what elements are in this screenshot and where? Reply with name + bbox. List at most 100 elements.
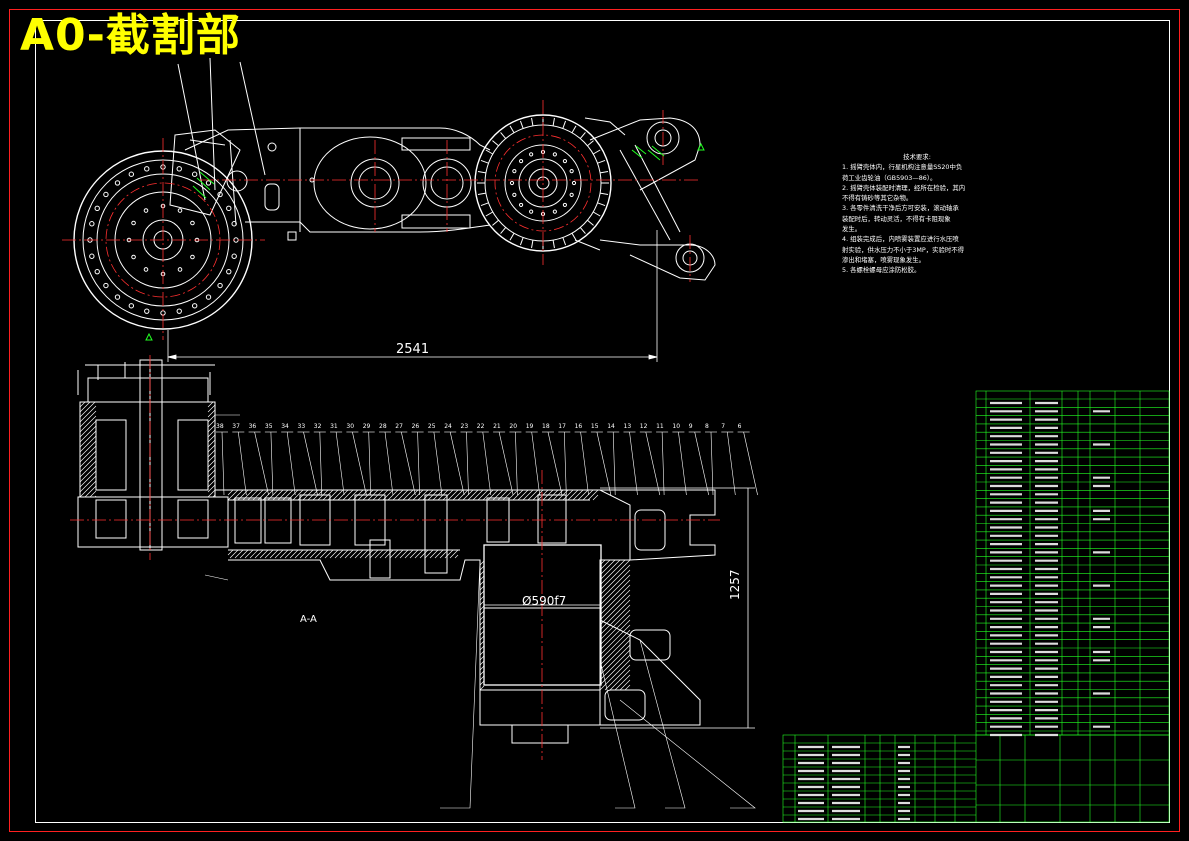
hatch-line: [79, 440, 97, 458]
part-number: 24: [444, 423, 452, 430]
hatch-line: [479, 630, 485, 636]
tech-line: 荷工业齿轮油（GB5903—86）。: [842, 173, 937, 182]
hatch-line: [479, 590, 485, 596]
hatch-line: [257, 489, 269, 501]
hatch-line: [412, 489, 424, 501]
part-number: 36: [248, 423, 257, 430]
hatch-line: [532, 489, 544, 501]
hatch-line: [427, 489, 439, 501]
bolt-hole: [190, 254, 195, 260]
hatch-line: [377, 489, 389, 501]
hatch-line: [624, 684, 631, 691]
hatch-line: [232, 489, 244, 501]
hatch-line: [339, 549, 349, 559]
bolt-hole: [103, 191, 109, 198]
hatch-line: [302, 489, 314, 501]
hatch-line: [227, 549, 234, 556]
hatch-line: [599, 589, 631, 621]
part-number: 15: [590, 423, 599, 430]
tech-line: 射实验，供水压力不小于3MP，实验时不得: [842, 245, 965, 254]
hatch-line: [599, 634, 631, 666]
hatch-line: [614, 674, 631, 691]
bolt-hole: [231, 253, 237, 259]
leader-line: [401, 431, 416, 496]
hatch-line: [254, 549, 264, 559]
tech-line: 2. 摇臂壳体装配时清理，经所在检验，其内: [842, 183, 966, 192]
hatch-line: [272, 489, 284, 501]
bolt-hole: [529, 209, 534, 214]
gear-tooth: [485, 149, 494, 155]
gear-tooth: [597, 159, 606, 164]
leader-line: [466, 431, 469, 496]
hatch-line: [444, 549, 454, 559]
hatch-line: [79, 480, 97, 498]
arm-outline: [184, 127, 491, 151]
leader-line: [482, 431, 492, 496]
part-number: 27: [395, 423, 403, 430]
hatch-line: [437, 489, 449, 501]
hatch-line: [367, 489, 379, 501]
hatch-line: [327, 489, 339, 501]
hatch-line: [79, 415, 97, 433]
hatch-line: [599, 629, 631, 661]
bolt-hole: [176, 166, 182, 172]
hatch-line: [207, 429, 216, 438]
leader-line: [612, 431, 616, 496]
bolt-hole: [89, 221, 95, 227]
dimension-height: 1257: [728, 569, 742, 600]
hatch-line: [317, 489, 329, 501]
gear-tooth: [500, 132, 507, 139]
hatch-line: [479, 645, 485, 651]
hatch-line: [599, 559, 626, 586]
hatch-line: [582, 489, 594, 501]
hatch-line: [599, 639, 631, 671]
hatch-line: [79, 401, 86, 408]
bolt-hole: [114, 294, 121, 300]
gear-tooth: [571, 232, 577, 241]
hatch-line: [382, 489, 394, 501]
hatch-line: [487, 489, 499, 501]
hatch-line: [252, 489, 264, 501]
title-block: [782, 734, 1170, 823]
tech-line: 4. 组装完成后，内喷雾装置应进行水压喷: [842, 235, 959, 244]
hatch-line: [389, 549, 399, 559]
hatch-line: [392, 489, 404, 501]
hatch-line: [522, 489, 534, 501]
hatch-line: [207, 484, 216, 493]
hatch-line: [479, 665, 485, 671]
hatch-line: [79, 445, 97, 463]
hatch-line: [479, 570, 485, 576]
hatch-line: [479, 650, 485, 656]
bolt-hole: [552, 209, 557, 214]
hatch-line: [319, 549, 329, 559]
hatch-line: [307, 489, 319, 501]
hatch-line: [79, 450, 97, 468]
hatch-line: [314, 549, 324, 559]
bolt-hole: [131, 220, 136, 226]
hatch-line: [599, 584, 631, 616]
inner-border: [35, 20, 1170, 823]
hatch-line: [512, 489, 524, 501]
hatch-line: [79, 465, 97, 483]
gear-tooth: [562, 237, 567, 246]
hatch-line: [79, 405, 97, 423]
bolt-hole: [512, 169, 517, 174]
bolt-hole: [205, 180, 212, 186]
hatch-line: [207, 419, 216, 428]
gear-tooth: [592, 149, 601, 155]
hatch-line: [599, 559, 616, 576]
hatch-line: [572, 489, 584, 501]
part-number: 11: [656, 423, 664, 430]
hatch-line: [479, 655, 485, 661]
part-number: 12: [639, 423, 648, 430]
hatch-line: [297, 489, 309, 501]
bolt-hole: [512, 192, 517, 197]
hatch-line: [284, 549, 294, 559]
bolt-hole: [191, 303, 198, 309]
hatch-line: [479, 565, 485, 571]
hatch-line: [374, 549, 384, 559]
part-number: 17: [558, 423, 566, 430]
hatch-line: [354, 549, 364, 559]
hatch-line: [479, 610, 485, 616]
gear-tooth: [485, 211, 494, 217]
